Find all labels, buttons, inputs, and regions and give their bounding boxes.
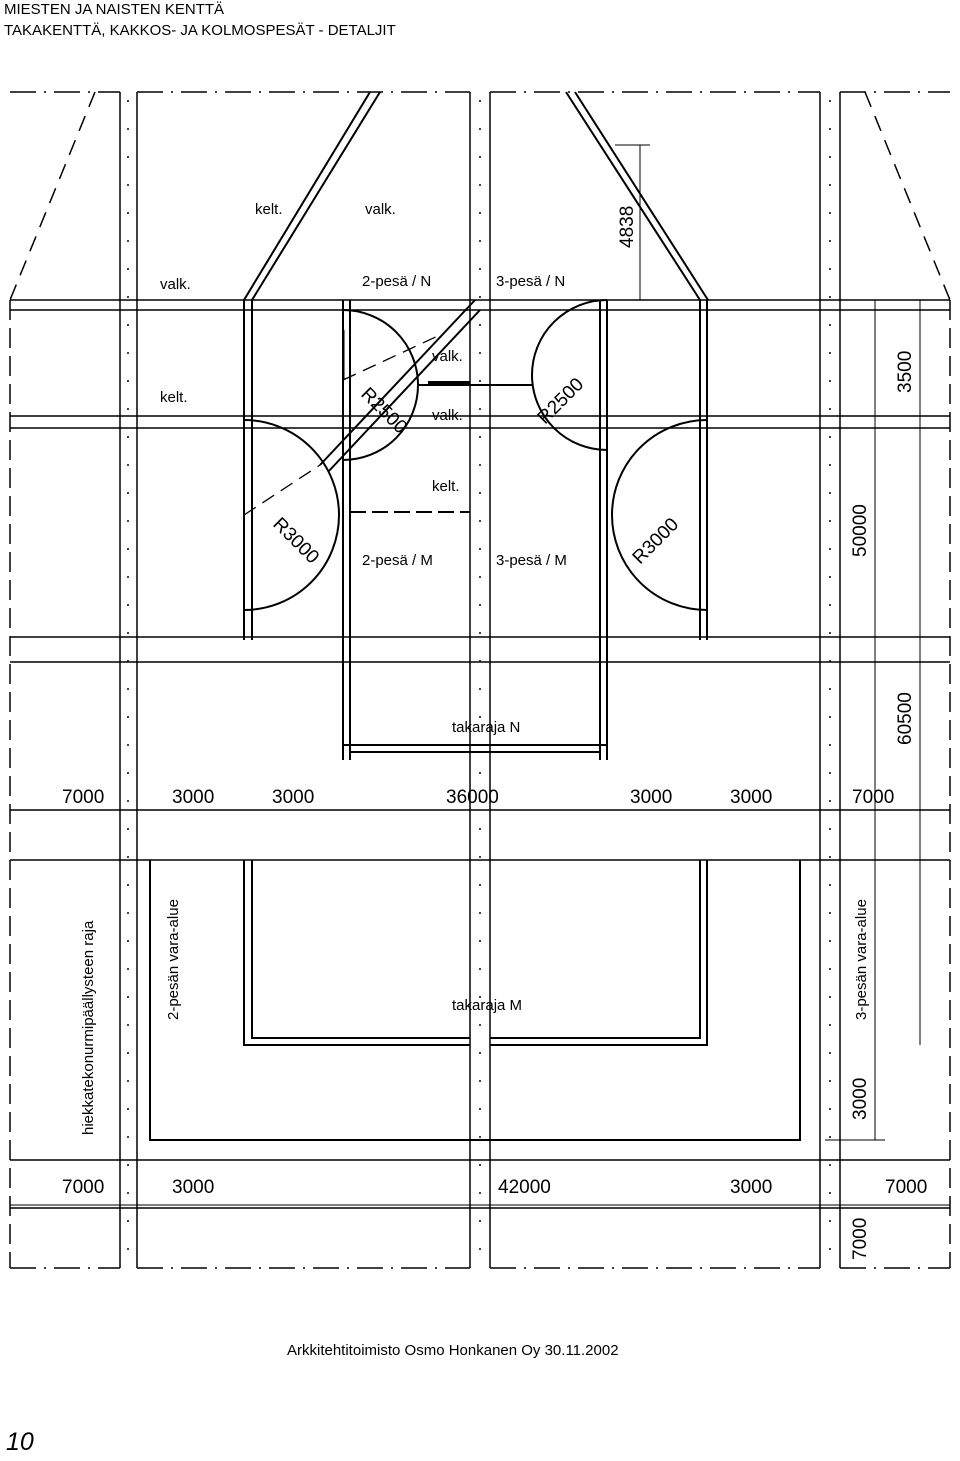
label-kelt-left: kelt. bbox=[160, 389, 188, 406]
diag-left-1 bbox=[243, 91, 381, 301]
grid-dots bbox=[127, 100, 831, 1260]
hband-3 bbox=[10, 636, 950, 663]
label-2pesa-n: 2-pesä / N bbox=[362, 273, 431, 290]
dim-row1-2: 3000 bbox=[272, 787, 314, 808]
court-line-5 bbox=[699, 300, 708, 640]
diag-right-1 bbox=[565, 91, 709, 301]
drawing-subtitle: TAKAKENTTÄ, KAKKOS- JA KOLMOSPESÄT - DET… bbox=[4, 22, 396, 39]
dim-50000: 50000 bbox=[850, 504, 871, 557]
dim-row1-4: 3000 bbox=[630, 787, 672, 808]
label-valk-left: valk. bbox=[160, 276, 191, 293]
radius-dash-2 bbox=[243, 464, 321, 516]
dim-row1-0: 7000 bbox=[62, 787, 104, 808]
dim-r2500-right: R2500 bbox=[534, 374, 588, 428]
dim-r3000-left: R3000 bbox=[268, 514, 322, 568]
drawing-title: MIESTEN JA NAISTEN KENTTÄ bbox=[4, 1, 225, 18]
hband-2 bbox=[10, 415, 950, 429]
line-2pesa-reserve bbox=[149, 860, 801, 1141]
arc-3pesa-m bbox=[610, 419, 708, 611]
dim-row2-4: 7000 bbox=[885, 1177, 927, 1198]
court-line-2 bbox=[243, 300, 253, 640]
page-number: 10 bbox=[6, 1428, 34, 1456]
dim-3000-v: 3000 bbox=[850, 1078, 871, 1120]
label-hiekka: hiekkatekonurmipäällysteen raja bbox=[80, 920, 97, 1135]
dim-4838: 4838 bbox=[617, 206, 638, 248]
label-kelt-top: kelt. bbox=[255, 201, 283, 218]
label-valk-mid1: valk. bbox=[432, 348, 463, 365]
label-kelt-mid: kelt. bbox=[432, 478, 460, 495]
diagonal-right-dashed bbox=[864, 91, 951, 301]
label-valk-mid2: valk. bbox=[432, 407, 463, 424]
back-line-n bbox=[343, 744, 607, 753]
dim-row2-1: 3000 bbox=[172, 1177, 214, 1198]
vband-2 bbox=[469, 92, 491, 1268]
arc-2pesa-n bbox=[342, 309, 420, 461]
hband-5 bbox=[10, 1159, 950, 1209]
label-2pesa-m: 2-pesä / M bbox=[362, 552, 433, 569]
diagonal-left-dashed bbox=[9, 91, 96, 301]
label-takaraja-m: takaraja M bbox=[452, 997, 522, 1014]
vband-1 bbox=[119, 92, 138, 1268]
dim-row2-3: 3000 bbox=[730, 1177, 772, 1198]
dim-row1-3: 36000 bbox=[446, 787, 499, 808]
dim-row2-0: 7000 bbox=[62, 1177, 104, 1198]
dim-row2-2: 42000 bbox=[498, 1177, 551, 1198]
hband-1 bbox=[10, 299, 950, 311]
dim-3000v-line bbox=[825, 1045, 885, 1141]
arc-2pesa-m bbox=[243, 419, 341, 611]
label-takaraja-n: takaraja N bbox=[452, 719, 520, 736]
footer-credit: Arkkitehtitoimisto Osmo Honkanen Oy 30.1… bbox=[287, 1342, 619, 1359]
dim-row1-5: 3000 bbox=[730, 787, 772, 808]
diag-mid bbox=[319, 299, 481, 473]
dim-60500: 60500 bbox=[895, 692, 916, 745]
label-3pesa-m: 3-pesä / M bbox=[496, 552, 567, 569]
dim-3500: 3500 bbox=[895, 351, 916, 393]
court-line-4 bbox=[599, 300, 608, 760]
label-vara2: 2-pesän vara-alue bbox=[165, 899, 182, 1020]
dim-r3000-right: R3000 bbox=[629, 514, 683, 568]
dim-row1-6: 7000 bbox=[852, 787, 894, 808]
vband-3 bbox=[819, 92, 841, 1268]
hband-4 bbox=[10, 809, 950, 861]
dim-row1-1: 3000 bbox=[172, 787, 214, 808]
radius-dash-1 bbox=[342, 334, 441, 381]
dim-7000-v: 7000 bbox=[850, 1218, 871, 1260]
back-line-m bbox=[243, 860, 708, 1046]
arc-3pesa-n bbox=[530, 299, 608, 451]
label-vara3: 3-pesän vara-alue bbox=[853, 899, 870, 1020]
label-3pesa-n: 3-pesä / N bbox=[496, 273, 565, 290]
label-valk-top: valk. bbox=[365, 201, 396, 218]
dim-4838-line bbox=[615, 144, 650, 300]
